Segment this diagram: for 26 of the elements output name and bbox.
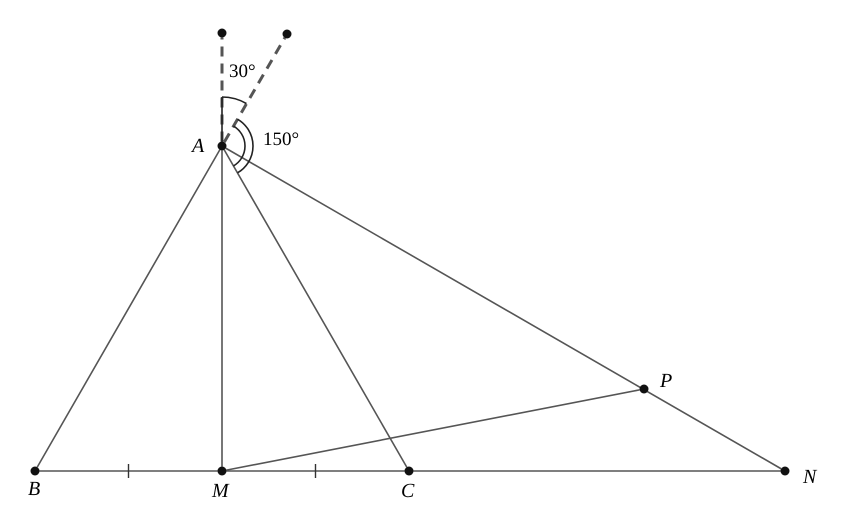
line-segment xyxy=(226,470,404,472)
angle-label: 150° xyxy=(263,130,300,149)
point xyxy=(30,466,40,476)
dashed-line xyxy=(222,37,286,143)
line-segment xyxy=(221,150,223,466)
angle-label: 30° xyxy=(229,62,256,81)
point-label: B xyxy=(28,479,40,499)
line-segment xyxy=(414,470,780,472)
point xyxy=(218,28,226,38)
point-label: N xyxy=(803,467,816,487)
point xyxy=(282,30,292,38)
point xyxy=(640,384,648,394)
point-label: P xyxy=(660,371,672,391)
line-segment xyxy=(226,148,782,470)
point-label: M xyxy=(212,481,229,501)
line-segment xyxy=(40,470,218,472)
line-segment xyxy=(224,150,408,468)
point-label: C xyxy=(401,481,414,501)
line-segment xyxy=(226,389,640,471)
point xyxy=(218,466,226,476)
point xyxy=(780,466,790,476)
point xyxy=(404,466,414,476)
point xyxy=(218,142,226,150)
dashed-line xyxy=(220,38,224,142)
line-segment xyxy=(36,150,220,468)
point-label: A xyxy=(192,136,204,156)
